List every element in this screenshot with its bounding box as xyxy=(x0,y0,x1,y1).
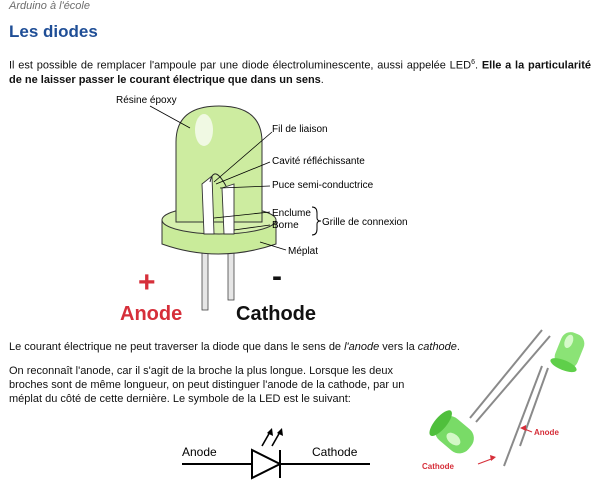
label-borne: Borne xyxy=(272,220,299,231)
footnote-ref: 6 xyxy=(471,59,475,66)
label-cavite: Cavité réfléchissante xyxy=(272,156,365,167)
emission-arrow-1 xyxy=(261,431,271,447)
diode-triangle xyxy=(251,448,283,480)
anode-label: Anode xyxy=(120,303,182,325)
direction-cathode: cathode xyxy=(417,341,457,353)
emission-arrow-2 xyxy=(271,431,281,447)
symbol-anode-label: Anode xyxy=(182,445,217,459)
led-dome xyxy=(175,105,263,223)
direction-paragraph: Le courant électrique ne peut traverser … xyxy=(9,340,591,354)
cathode-label: Cathode xyxy=(236,303,316,325)
direction-text-1: Le courant électrique ne peut traverser … xyxy=(9,341,345,353)
direction-anode: l'anode xyxy=(344,341,380,353)
label-grille: Grille de connexion xyxy=(322,217,408,228)
led-anatomy-diagram: Résine époxy Fil de liaison Cavité réflé… xyxy=(116,95,408,325)
photo-cathode-label: Cathode xyxy=(422,462,455,471)
bond-wire xyxy=(209,173,227,187)
led-photo: Anode Cathode xyxy=(422,329,585,471)
label-meplat: Méplat xyxy=(288,246,318,257)
intro-text-2: . xyxy=(474,59,482,72)
intro-paragraph: Il est possible de remplacer l'ampoule p… xyxy=(9,59,591,86)
identification-paragraph: On reconnaît l'anode, car il s'agit de l… xyxy=(9,365,405,405)
anvil xyxy=(201,175,215,235)
led-schematic-symbol: Anode Cathode xyxy=(182,428,370,480)
label-resine: Résine époxy xyxy=(116,95,177,106)
running-header: Arduino à l'école xyxy=(9,0,90,12)
intro-bold: Elle a la particularité de ne laisser pa… xyxy=(9,59,591,86)
label-puce: Puce semi-conductrice xyxy=(272,180,374,191)
direction-text-3: . xyxy=(456,341,460,353)
label-fil: Fil de liaison xyxy=(272,124,328,135)
post xyxy=(221,183,235,235)
direction-text-2: vers la xyxy=(379,341,418,353)
cathode-lead xyxy=(227,249,235,301)
grille-brace xyxy=(311,206,322,236)
page-title: Les diodes xyxy=(9,22,98,41)
intro-text-1: Il est possible de remplacer l'ampoule p… xyxy=(9,59,472,72)
label-enclume: Enclume xyxy=(272,208,311,219)
symbol-cathode-label: Cathode xyxy=(312,445,358,459)
minus-sign: - xyxy=(272,260,282,293)
photo-anode-label: Anode xyxy=(534,428,559,437)
plus-sign: + xyxy=(138,266,156,299)
anode-lead xyxy=(201,249,209,311)
